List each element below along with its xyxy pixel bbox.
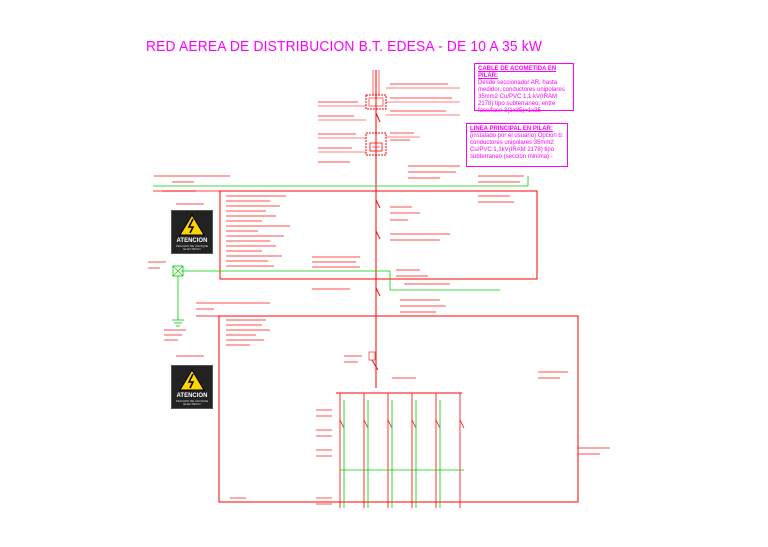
warning-sign-main-subtext: PELIGRO DE CHOQUE ELECTRICO <box>175 244 209 251</box>
drawing-title: RED AEREA DE DISTRIBUCION B.T. EDESA - D… <box>146 38 543 55</box>
warning-triangle-icon <box>179 214 205 236</box>
warning-sign-section-label: ATENCION <box>176 393 208 399</box>
warning-sign-section: ATENCION PELIGRO DE CHOQUE ELECTRICO <box>171 365 213 409</box>
warning-sign-section-subtext: PELIGRO DE CHOQUE ELECTRICO <box>175 399 209 406</box>
warning-sign-main: ATENCION PELIGRO DE CHOQUE ELECTRICO <box>171 210 213 254</box>
cad-annotation-lines <box>148 83 610 505</box>
warning-sign-main-label: ATENCION <box>176 238 208 244</box>
note-cable-acometida-heading: CABLE DE ACOMETIDA EN PILAR: <box>478 66 557 79</box>
note-linea-principal-heading: LINEA PRINCIPAL EN PILAR: <box>470 126 553 132</box>
meter-box <box>365 132 387 156</box>
upper-left-labels <box>318 105 366 153</box>
note-linea-principal: LINEA PRINCIPAL EN PILAR: (instalado por… <box>466 123 568 167</box>
section-board-box <box>218 315 579 503</box>
branch-circuits <box>339 393 465 508</box>
note-cable-acometida: CABLE DE ACOMETIDA EN PILAR: Desde secci… <box>474 63 574 114</box>
upper-right-labels <box>386 87 460 138</box>
warning-triangle-icon <box>179 369 205 391</box>
branch-ground-wires <box>340 400 464 508</box>
note-cable-acometida-body: Desde seccionador AR, hasta medidor, con… <box>478 80 565 114</box>
note-linea-principal-body: (instalado por el usuario) Opcion b: con… <box>470 133 564 160</box>
ground-terminal <box>172 265 184 277</box>
main-board-box <box>219 190 538 280</box>
